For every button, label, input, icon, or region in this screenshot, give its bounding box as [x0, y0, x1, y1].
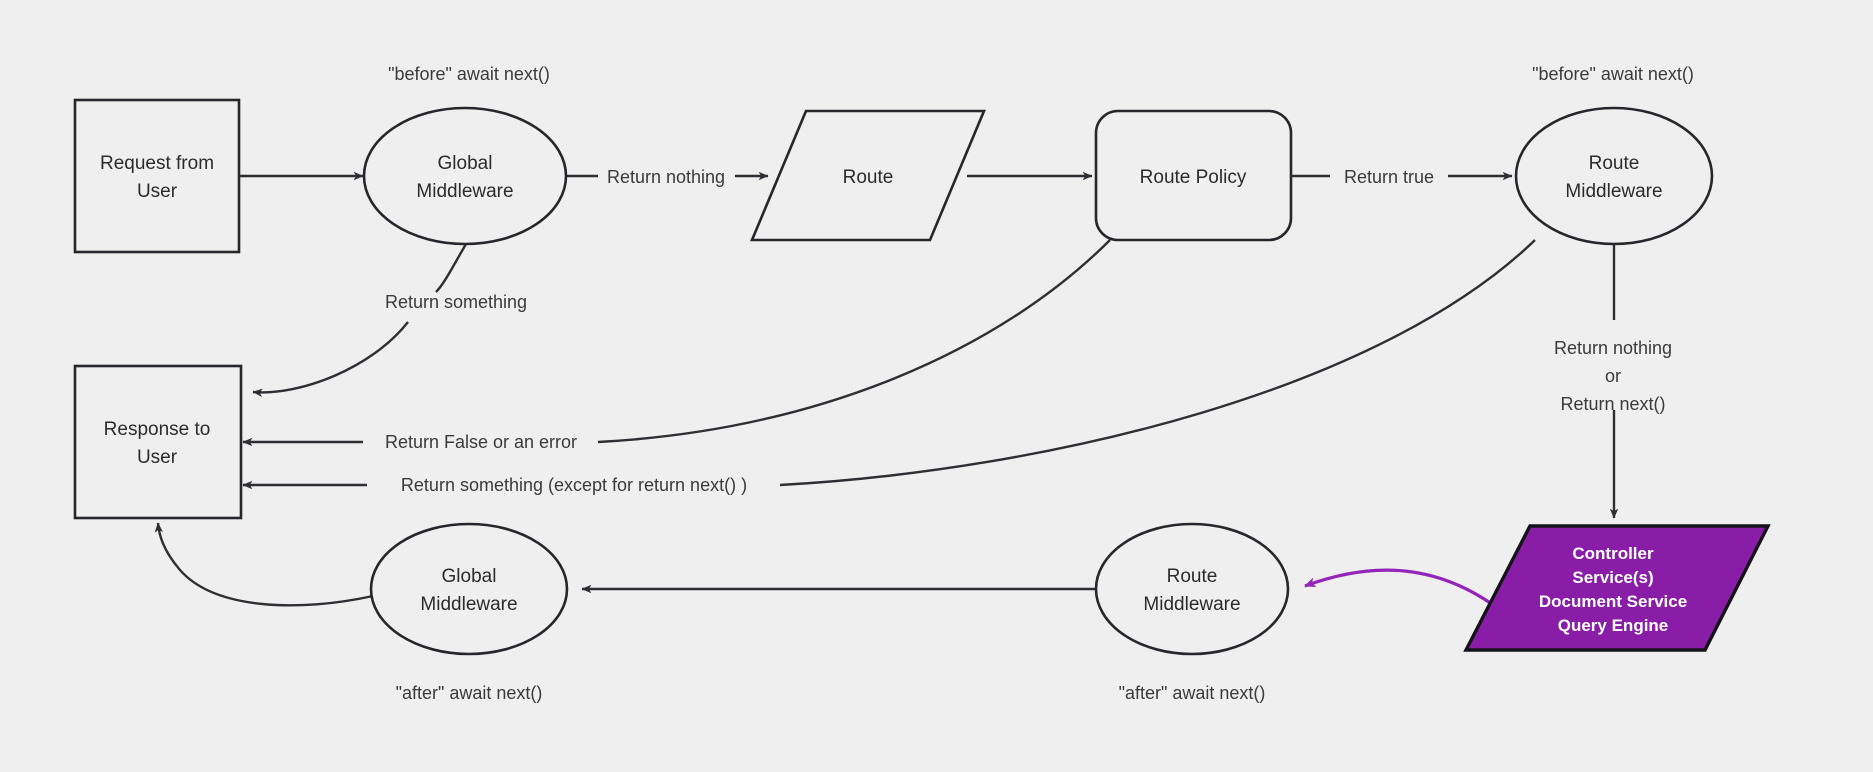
node-route-label: Route [843, 167, 894, 188]
node-response-to-user-label-line2: User [137, 447, 178, 468]
node-route-policy-label: Route Policy [1140, 167, 1247, 188]
node-controller-services-label-line1: Controller [1572, 544, 1654, 563]
annotation-after-await-next-global: "after" await next() [396, 683, 543, 703]
node-route-middleware-bottom-label-line1: Route [1167, 566, 1218, 587]
edge-global-middleware-return-something-curve [252, 321, 409, 397]
node-response-to-user[interactable] [73, 364, 243, 520]
node-request-from-user-label-line1: Request from [100, 153, 214, 174]
node-request-from-user-label-line2: User [137, 181, 178, 202]
edge-label-return-something-except-next: Return something (except for return next… [401, 475, 747, 495]
node-controller-services[interactable] [1463, 524, 1771, 652]
node-controller-services-label-line2: Service(s) [1572, 568, 1653, 587]
edge-label-return-nothing: Return nothing [607, 167, 725, 187]
edge-label-return-false-or-error: Return False or an error [385, 432, 577, 452]
node-route-middleware-top-label-line2: Middleware [1565, 181, 1662, 202]
node-route-middleware-top[interactable] [1514, 106, 1714, 246]
edge-global-middleware-return-something [435, 243, 468, 293]
annotation-before-await-next-route: "before" await next() [1532, 64, 1694, 84]
node-response-to-user-label-line1: Response to [104, 419, 211, 440]
node-global-middleware-top[interactable] [362, 106, 568, 246]
edge-label-return-nothing-or-next-line2: or [1605, 366, 1621, 386]
node-route-middleware-bottom[interactable] [1094, 522, 1290, 656]
annotation-before-await-next-global: "before" await next() [388, 64, 550, 84]
node-global-middleware-bottom-label-line1: Global [442, 566, 497, 587]
node-global-middleware-top-label-line2: Middleware [416, 181, 513, 202]
node-request-from-user[interactable] [73, 98, 241, 254]
edge-route-middleware-return-something [779, 239, 1536, 487]
annotation-after-await-next-route: "after" await next() [1119, 683, 1266, 703]
node-global-middleware-bottom[interactable] [369, 522, 569, 656]
edge-label-return-nothing-or-next-line3: Return next() [1560, 394, 1665, 414]
node-global-middleware-top-label-line1: Global [438, 153, 493, 174]
node-route-middleware-bottom-label-line2: Middleware [1143, 594, 1240, 615]
edge-label-return-nothing-or-next-line1: Return nothing [1554, 338, 1672, 358]
edge-label-return-true: Return true [1344, 167, 1434, 187]
node-controller-services-label-line4: Query Engine [1558, 616, 1669, 635]
edge-global-middleware-bottom-to-response [154, 522, 374, 607]
node-global-middleware-bottom-label-line2: Middleware [420, 594, 517, 615]
edge-route-policy-return-false [597, 239, 1111, 444]
node-route-middleware-top-label-line1: Route [1589, 153, 1640, 174]
edge-controller-to-route-middleware-purple [1304, 568, 1511, 619]
node-route-policy[interactable] [1094, 109, 1293, 242]
node-controller-services-label-line3: Document Service [1539, 592, 1687, 611]
edge-label-return-something-global: Return something [385, 292, 527, 312]
node-route[interactable] [750, 109, 986, 242]
